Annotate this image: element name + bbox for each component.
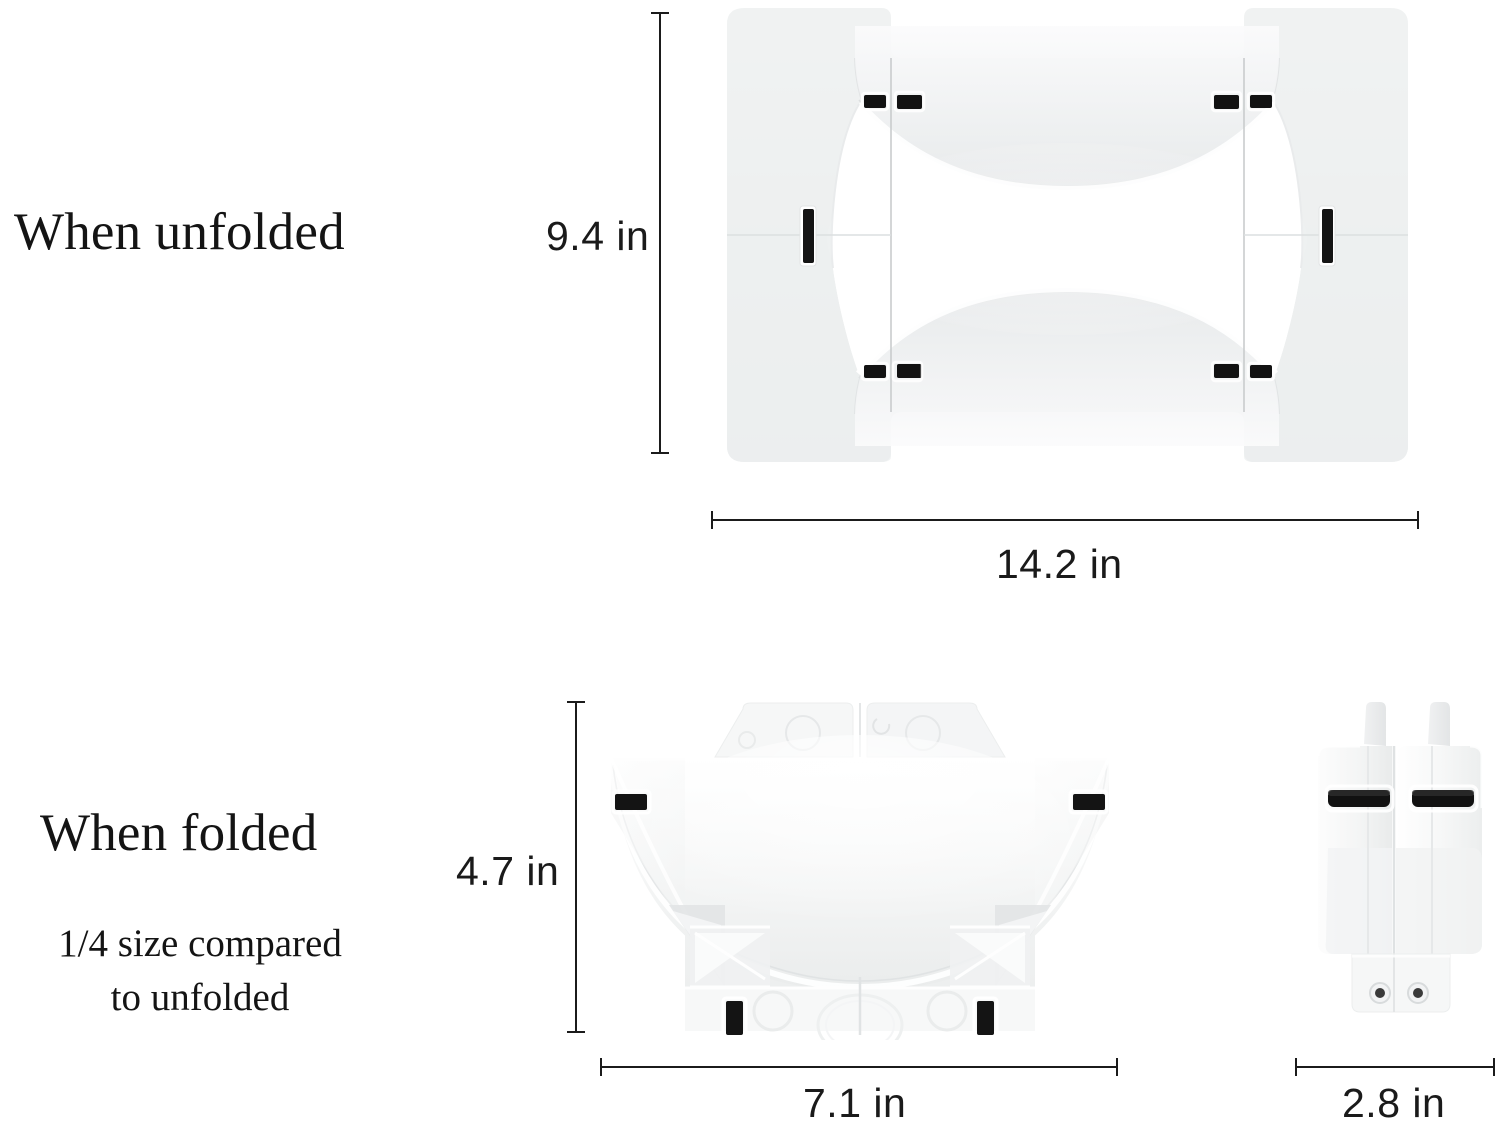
folded-note-line-1: 1/4 size compared — [58, 922, 342, 965]
side-left-panel — [1316, 744, 1392, 954]
side-right-panel — [1396, 744, 1484, 954]
folded-note-line-2: to unfolded — [110, 976, 290, 1019]
folded-height-dimension-line — [567, 701, 585, 1033]
unfolded-width-dimension-line — [711, 511, 1419, 529]
folded-depth-dimension-line — [1295, 1058, 1495, 1076]
side-screw-bosses — [1369, 982, 1429, 1004]
folded-front-pad-bezels — [611, 789, 1109, 1040]
unfolded-side-hinges — [799, 205, 1336, 267]
folded-base-band — [685, 977, 1035, 1040]
unfolded-height-label: 9.4 in — [546, 213, 650, 259]
side-hinge-bars — [1328, 790, 1474, 807]
unfolded-height-dimension-line — [651, 12, 669, 454]
side-hinge-bezels — [1324, 784, 1479, 813]
folded-height-label: 4.7 in — [456, 848, 560, 894]
unfolded-corner-latches — [864, 95, 1272, 378]
folded-width-dimension-line — [600, 1058, 1118, 1076]
folded-rib-structure — [669, 905, 1051, 989]
unfolded-heading: When unfolded — [14, 203, 345, 261]
unfolded-seat-opening — [827, 26, 1307, 446]
folded-depth-label: 2.8 in — [1342, 1080, 1446, 1126]
side-top-fins — [1364, 702, 1450, 746]
folded-heading: When folded — [40, 804, 318, 862]
side-foot-block — [1351, 953, 1451, 1013]
unfolded-product-image — [705, 0, 1430, 475]
folded-front-product-image — [595, 695, 1125, 1040]
folded-side-product-image — [1300, 698, 1500, 1038]
folded-front-rubber-pads — [615, 794, 1105, 1035]
unfolded-latch-bezels — [860, 90, 1276, 383]
unfolded-width-label: 14.2 in — [996, 541, 1123, 587]
folded-width-label: 7.1 in — [803, 1080, 907, 1126]
